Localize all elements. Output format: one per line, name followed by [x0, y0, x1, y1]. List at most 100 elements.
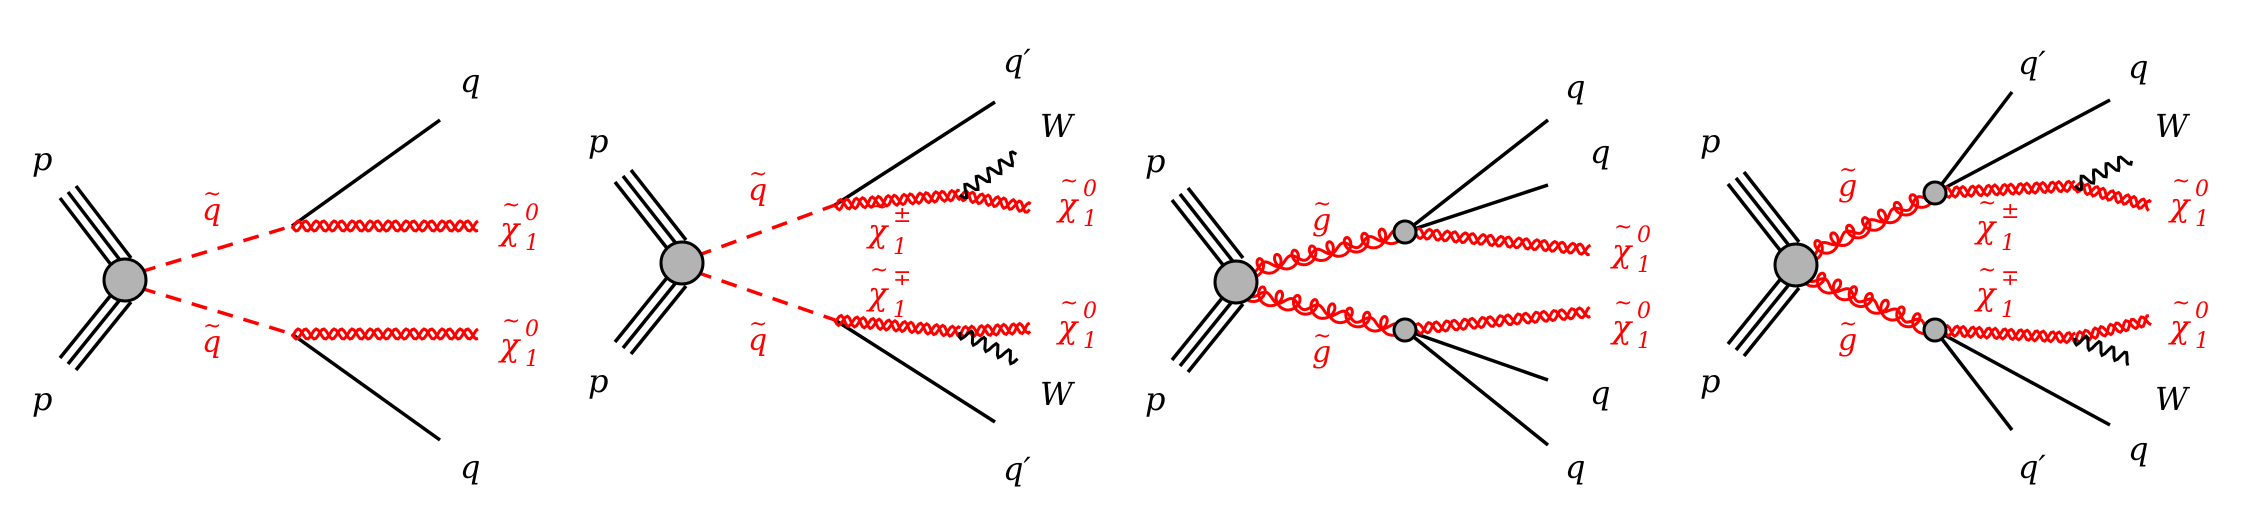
quark-prime-label-bottom: q′ [2018, 448, 2046, 486]
svg-text:~: ~ [1313, 192, 1331, 217]
quark-line-top-1 [1403, 118, 1550, 234]
svg-text:±: ± [2001, 199, 2019, 224]
gluino-label-top: g ~ [1838, 158, 1857, 204]
neutralino-line-bottom [958, 321, 1032, 339]
svg-text:~: ~ [1614, 215, 1632, 240]
decay-vertex-bottom [1922, 317, 1948, 343]
quark-label-top: q [460, 62, 480, 100]
proton-label-bottom: p [1700, 362, 1720, 400]
gluino-label-bottom: g ~ [1312, 324, 1331, 370]
svg-text:0: 0 [2195, 177, 2209, 202]
decay-vertex-top [1392, 219, 1418, 245]
svg-text:q: q [748, 323, 767, 358]
quark-line-bottom-2 [1403, 328, 1550, 447]
proton-label-top: p [588, 122, 608, 160]
quark-label-bottom: q [2128, 430, 2148, 468]
production-vertex [1213, 259, 1259, 305]
quark-line-top [1934, 98, 2111, 195]
diagram-gluino-direct: p p g ~ g ~ q q q q χ ~ 0 1 χ ~ 0 1 [1145, 68, 1651, 486]
gluino-line-bottom [1800, 271, 1938, 336]
production-vertex [102, 257, 148, 303]
w-boson-line-bottom [958, 329, 1019, 366]
neutralino-line-bottom [1403, 306, 1591, 337]
production-vertex [1773, 242, 1819, 288]
svg-text:χ: χ [1056, 186, 1079, 224]
proton-label-top: p [1700, 122, 1720, 160]
svg-text:1: 1 [1083, 329, 1097, 354]
svg-text:~: ~ [1978, 191, 1996, 216]
svg-text:χ: χ [1610, 308, 1633, 346]
neutralino-label-top: χ ~ 0 1 [1610, 215, 1651, 278]
diagram-gluino-onestep: p p g ~ g ~ q′ q W W q′ q χ ~ ± 1 χ ~ ∓ … [1700, 44, 2209, 486]
diagram-squark-onestep: p p q ~ q ~ q′ q′ W W χ ~ ± 1 χ ~ ∓ 1 [588, 42, 1097, 488]
svg-text:χ: χ [2168, 308, 2191, 346]
neutralino-label-bottom: χ ~ 0 1 [1610, 291, 1651, 354]
svg-text:~: ~ [1060, 169, 1078, 194]
svg-text:~: ~ [1839, 158, 1857, 183]
svg-text:q′: q′ [1003, 42, 1031, 80]
svg-text:~: ~ [749, 162, 767, 187]
neutralino-line-bottom [290, 327, 479, 341]
gluino-line-bottom [1239, 285, 1407, 337]
diagram-squark-direct: p p q ~ q ~ q q χ ~ 0 1 χ ~ 0 1 [32, 62, 539, 486]
svg-text:q: q [748, 173, 767, 208]
quark-label-bottom: q [460, 448, 480, 486]
proton-label-bottom: p [1145, 380, 1165, 418]
quark-label-bottom-1: q [1590, 374, 1610, 412]
quark-prime-label-top: q′ [1003, 42, 1031, 80]
svg-text:~: ~ [1839, 312, 1857, 337]
neutralino-label-top: χ ~ 0 1 [498, 193, 539, 256]
proton-line-bottom [1170, 290, 1245, 374]
svg-text:~: ~ [203, 182, 221, 207]
quark-prime-line-bottom [1933, 328, 2014, 432]
chargino-label-top: χ ~ ± 1 [866, 195, 911, 260]
quark-prime-label-top: q′ [2018, 44, 2046, 82]
svg-text:0: 0 [1083, 177, 1097, 202]
neutralino-label-bottom: χ ~ 0 1 [1056, 291, 1097, 354]
proton-line-bottom [613, 272, 688, 356]
squark-line-top [695, 203, 836, 258]
quark-label-top: q [2128, 48, 2148, 86]
svg-text:0: 0 [2195, 299, 2209, 324]
svg-text:1: 1 [1083, 207, 1097, 232]
gluino-line-top [1800, 185, 1938, 263]
svg-text:~: ~ [1313, 324, 1331, 349]
svg-text:~: ~ [2172, 291, 2190, 316]
chargino-line-top [1933, 179, 2077, 200]
quark-line-bottom [1934, 328, 2111, 427]
svg-text:1: 1 [2001, 231, 2015, 256]
w-boson-line-top [2074, 155, 2133, 191]
svg-text:χ: χ [1056, 308, 1079, 346]
proton-label-bottom: p [32, 380, 52, 418]
svg-text:g: g [1312, 335, 1331, 370]
neutralino-line-top [290, 219, 479, 233]
svg-text:1: 1 [893, 298, 907, 323]
svg-text:q: q [202, 325, 221, 360]
squark-label-top: q ~ [748, 162, 767, 208]
chargino-label-bottom: χ ~ ∓ 1 [866, 258, 911, 323]
quark-line-bottom [834, 318, 996, 424]
svg-text:~: ~ [749, 312, 767, 337]
neutralino-line-top [958, 189, 1032, 214]
svg-text:χ: χ [2168, 186, 2191, 224]
quark-label-top-2: q [1590, 133, 1610, 171]
w-label-top: W [1040, 107, 1076, 145]
proton-line-bottom [58, 288, 133, 372]
svg-text:1: 1 [893, 235, 907, 260]
svg-text:0: 0 [525, 201, 539, 226]
svg-text:χ: χ [866, 275, 889, 313]
svg-text:0: 0 [1637, 299, 1651, 324]
svg-text:1: 1 [525, 231, 539, 256]
svg-text:∓: ∓ [893, 266, 911, 291]
squark-label-bottom: q ~ [748, 312, 767, 358]
squark-line-top [139, 224, 293, 274]
chargino-label-bottom: χ ~ ∓ 1 [1974, 258, 2019, 323]
quark-line-bottom-1 [1404, 328, 1549, 382]
proton-line-top [1170, 186, 1245, 272]
production-vertex [659, 240, 705, 286]
svg-text:1: 1 [1637, 253, 1651, 278]
squark-label-bottom: q ~ [202, 314, 221, 360]
svg-text:1: 1 [2195, 329, 2209, 354]
neutralino-label-top: χ ~ 0 1 [2168, 169, 2209, 232]
